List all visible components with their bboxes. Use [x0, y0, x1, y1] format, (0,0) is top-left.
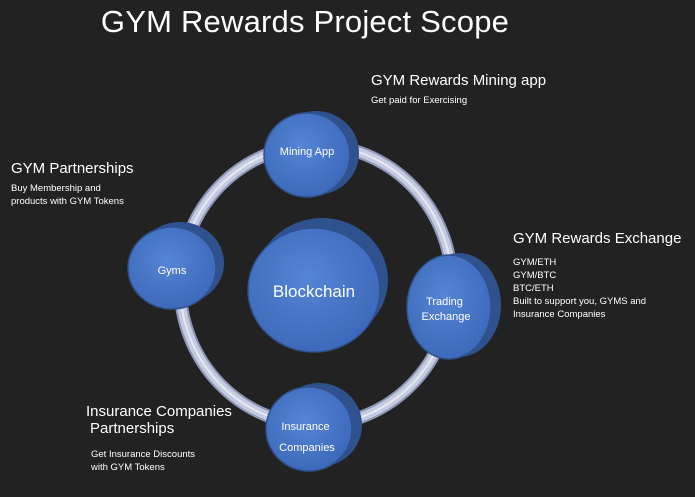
callout-exchange-heading: GYM Rewards Exchange [513, 230, 682, 247]
node-mining-label: Mining App [280, 146, 334, 158]
callout-insurance-desc: Get Insurance Discounts with GYM Tokens [91, 449, 196, 473]
center-node-blockchain: Blockchain [247, 218, 388, 353]
callout-insurance-heading-1: Insurance Companies [86, 403, 232, 420]
callout-mining-app: GYM Rewards Mining app Get paid for Exer… [371, 72, 546, 107]
callout-exchange-desc: GYM/ETH GYM/BTC BTC/ETH Built to support… [513, 257, 647, 320]
callout-partnerships-desc: Buy Membership and products with GYM Tok… [11, 183, 124, 207]
callout-mining-desc: Get paid for Exercising [371, 95, 468, 106]
callout-insurance-partnerships: Insurance Companies Partnerships Get Ins… [86, 403, 232, 474]
page-title: GYM Rewards Project Scope [100, 4, 510, 39]
node-trading-exchange[interactable]: Trading Exchange [406, 253, 501, 360]
node-gyms[interactable]: Gyms [127, 222, 224, 310]
node-trading-label: Trading Exchange [422, 296, 471, 323]
node-gyms-label: Gyms [158, 265, 187, 277]
callout-mining-heading: GYM Rewards Mining app [371, 72, 547, 89]
node-mining-app[interactable]: Mining App [263, 111, 359, 198]
node-insurance-label: Insurance Companies [279, 421, 335, 454]
callout-partnerships-heading: GYM Partnerships [11, 160, 134, 177]
center-node-label: Blockchain [273, 282, 355, 301]
callout-insurance-heading-2: Partnerships [90, 420, 175, 437]
callout-rewards-exchange: GYM Rewards Exchange GYM/ETH GYM/BTC BTC… [513, 230, 681, 321]
node-insurance-companies[interactable]: Insurance Companies [265, 383, 362, 472]
callout-gym-partnerships: GYM Partnerships Buy Membership and prod… [11, 160, 134, 208]
